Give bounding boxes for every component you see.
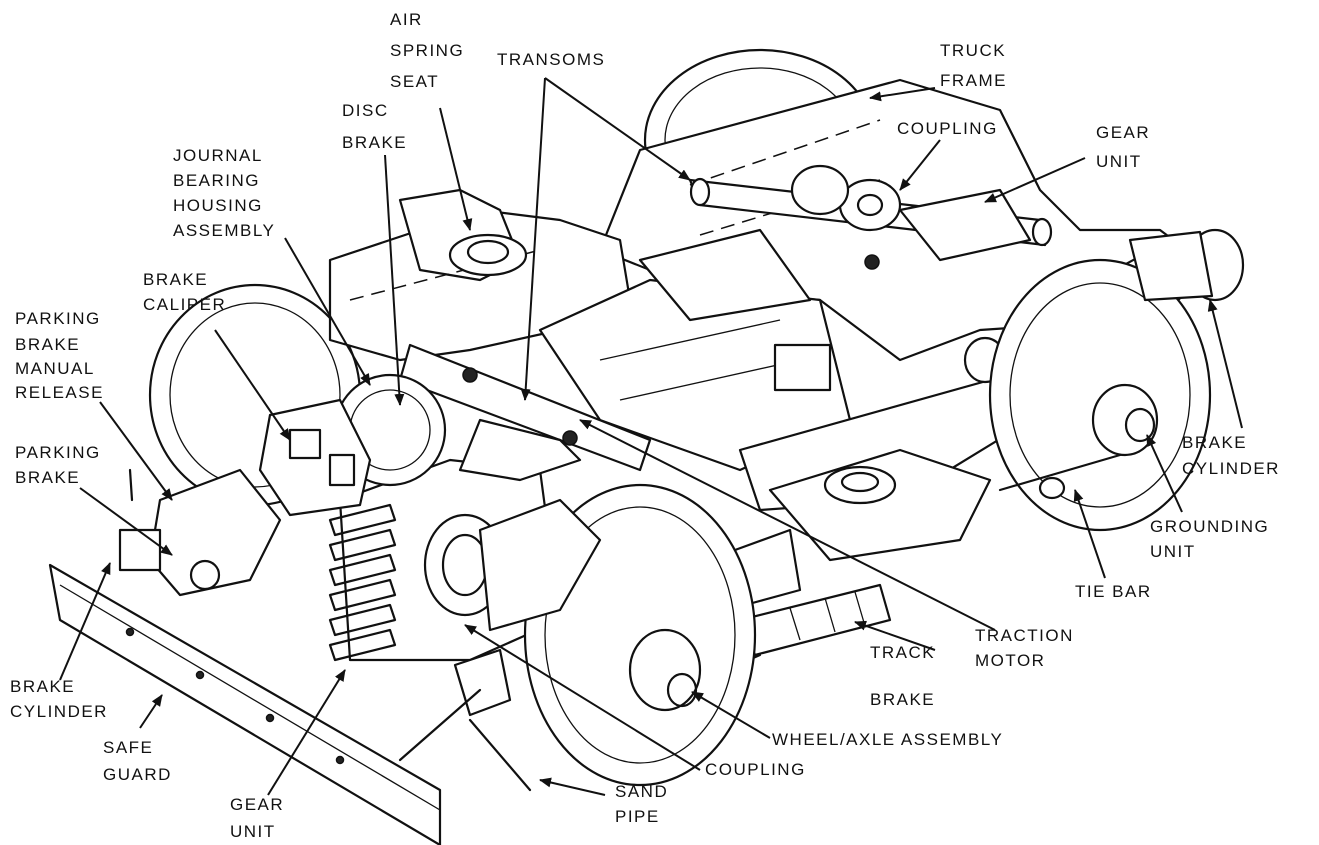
- transom-lower: [398, 343, 652, 472]
- leader-traction-motor: [579, 419, 996, 631]
- label-parking-brake-manual-release: PARKING BRAKE MANUAL RELEASE: [15, 309, 107, 402]
- leader-lines: [59, 77, 1243, 796]
- air-spring-seat-lower: [768, 448, 992, 562]
- label-safe-guard: SAFE GUARD: [103, 738, 172, 784]
- leader-safe-guard: [139, 694, 163, 729]
- leader-transoms-a: [520, 77, 546, 401]
- leader-air-spring-seat: [439, 107, 473, 231]
- label-coupling-top: COUPLING: [897, 119, 998, 138]
- leader-truck-frame: [869, 87, 936, 102]
- label-brake-caliper: BRAKE CALIPER: [143, 270, 226, 314]
- truck-drawing: [48, 48, 1245, 845]
- label-gear-unit-bottom: GEAR UNIT: [230, 795, 290, 841]
- label-brake-cylinder-right: BRAKE CYLINDER: [1182, 433, 1280, 478]
- label-air-spring-seat: AIR SPRING SEAT: [390, 10, 470, 91]
- leader-journal-bearing: [284, 237, 371, 386]
- label-track-brake: TRACK BRAKE: [870, 643, 941, 709]
- label-truck-frame: TRUCK FRAME: [940, 41, 1012, 90]
- label-sand-pipe: SAND PIPE: [615, 782, 674, 826]
- leader-brake-cylinder-right: [1207, 299, 1243, 429]
- label-coupling-bottom: COUPLING: [705, 760, 806, 779]
- sand-pipe-part: [398, 648, 532, 792]
- near-wheel-right: [988, 258, 1212, 532]
- parking-brake-assembly: [118, 468, 282, 597]
- leader-brake-caliper: [214, 329, 291, 441]
- coupling-top-part: [790, 164, 1032, 262]
- leader-coupling-bottom: [464, 624, 701, 771]
- labels: AIR SPRING SEAT TRANSOMS TRUCK FRAME DIS…: [10, 10, 1280, 841]
- label-transoms: TRANSOMS: [497, 50, 605, 69]
- label-tie-bar: TIE BAR: [1075, 582, 1152, 601]
- label-disc-brake: DISC BRAKE: [342, 101, 407, 152]
- coupling-front-part: [423, 498, 602, 632]
- leader-brake-cylinder-left: [59, 562, 111, 681]
- label-traction-motor: TRACTION MOTOR: [975, 626, 1080, 670]
- label-parking-brake: PARKING BRAKE: [15, 443, 107, 487]
- leader-gear-unit-top: [984, 157, 1086, 203]
- leader-parking-brake: [79, 487, 173, 556]
- leader-track-brake: [854, 620, 936, 651]
- label-journal-bearing: JOURNAL BEARING HOUSING ASSEMBLY: [173, 146, 275, 240]
- leader-wheel-axle: [691, 691, 771, 739]
- label-gear-unit-top: GEAR UNIT: [1096, 123, 1156, 171]
- label-grounding-unit: GROUNDING UNIT: [1150, 517, 1276, 561]
- safe-guard-bar: [48, 563, 442, 845]
- label-wheel-axle: WHEEL/AXLE ASSEMBLY: [772, 730, 1003, 749]
- leader-transoms-b: [544, 77, 691, 181]
- leader-tie-bar: [1073, 489, 1106, 579]
- brake-cylinder-right-part: [1128, 228, 1245, 302]
- leader-disc-brake: [384, 154, 405, 406]
- traction-motor-block: [538, 228, 852, 472]
- air-spring-seat: [448, 233, 528, 277]
- label-brake-cylinder-left: BRAKE CYLINDER: [10, 677, 108, 721]
- leader-sand-pipe: [539, 777, 606, 796]
- leader-gear-unit-bottom: [267, 669, 346, 796]
- leader-parking-brake-manual: [99, 401, 173, 501]
- leader-coupling-top: [899, 139, 941, 191]
- leader-grounding-unit: [1146, 434, 1183, 513]
